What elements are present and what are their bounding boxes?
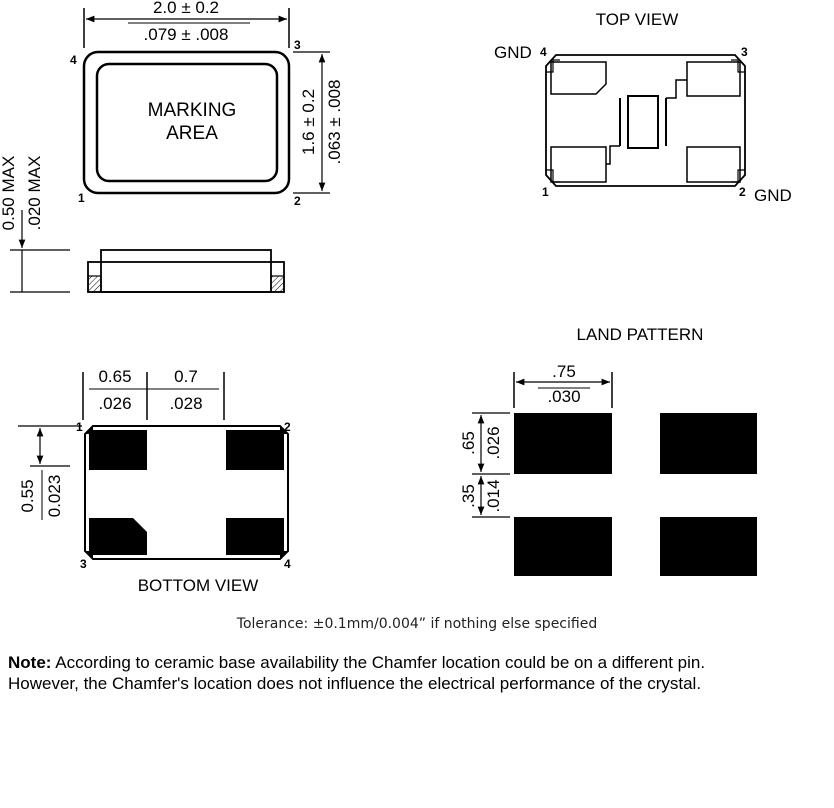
note-label: Note: xyxy=(8,653,52,672)
width-in-label: .079 ± .008 xyxy=(144,25,229,44)
corner-mark-4 xyxy=(546,59,560,73)
land-pattern-title: LAND PATTERN xyxy=(577,325,704,344)
height-in-label: .063 ± .008 xyxy=(325,80,344,165)
note-line-2: However, the Chamfer's location does not… xyxy=(8,674,702,693)
tolerance-note: Tolerance: ±0.1mm/0.004” if nothing else… xyxy=(236,616,598,632)
bottom-view-drawing: 0.65 .026 0.7 .028 0.55 0.023 1 2 4 3 BO… xyxy=(18,367,291,595)
top-view-drawing: TOP VIEW GND 4 3 1 2 GND xyxy=(494,10,792,205)
top-view-pin-1: 1 xyxy=(542,185,549,199)
note-line-1: Note: According to ceramic base availabi… xyxy=(8,652,830,673)
package-outer-outline xyxy=(82,50,291,195)
land-pad-top-left xyxy=(514,413,612,474)
lp-height-in: .026 xyxy=(484,426,503,459)
gnd-label-bottom: GND xyxy=(754,186,792,205)
lp-height-mm: .65 xyxy=(459,431,478,455)
top-view-pad-3 xyxy=(686,61,741,97)
height-mm-label: 1.6 ± 0.2 xyxy=(299,89,318,155)
bv-dim1-mm: 0.65 xyxy=(98,367,131,386)
bv-dim1-in: .026 xyxy=(98,394,131,413)
side-base xyxy=(87,261,285,293)
crystal-body xyxy=(627,95,659,149)
bv-dim3-in: 0.023 xyxy=(45,475,64,518)
lp-gap-mm: .35 xyxy=(459,484,478,508)
land-pad-top-right xyxy=(660,413,757,474)
top-view-pin-3: 3 xyxy=(741,45,748,59)
max-height-mm-label: 0.50 MAX xyxy=(0,156,18,231)
bv-dim3-mm: 0.55 xyxy=(18,479,37,512)
corner-mark-2 xyxy=(731,169,745,183)
bv-pin-1: 1 xyxy=(76,420,83,434)
pkg-pin-3: 3 xyxy=(294,38,301,52)
pkg-pin-1: 1 xyxy=(78,191,85,205)
bv-pad-1 xyxy=(89,430,147,470)
package-side-drawing: 0.50 MAX .020 MAX xyxy=(0,156,285,293)
bottom-view-title: BOTTOM VIEW xyxy=(138,576,259,595)
chamfer-note: Note: According to ceramic base availabi… xyxy=(8,652,830,694)
note-text-1: According to ceramic base availability t… xyxy=(51,653,706,672)
top-view-outline xyxy=(545,54,746,187)
technical-drawing: MARKING AREA 2.0 ± 0.2 .079 ± .008 1.6 ±… xyxy=(0,0,792,595)
lp-gap-in: .014 xyxy=(484,479,503,512)
max-height-in-label: .020 MAX xyxy=(25,156,44,231)
bv-pin-3: 4 xyxy=(284,557,291,571)
top-view-pad-1 xyxy=(550,146,607,183)
lp-width-mm: .75 xyxy=(552,362,576,381)
pkg-pin-4: 4 xyxy=(70,53,77,67)
bv-pin-2: 2 xyxy=(284,420,291,434)
top-view-pad-2 xyxy=(686,146,741,183)
marking-label-line2: AREA xyxy=(166,123,218,144)
bv-pad-4-chamfered xyxy=(89,518,147,555)
top-view-title: TOP VIEW xyxy=(596,10,679,29)
crystal-lead-bottom xyxy=(606,145,620,165)
land-pattern-drawing: LAND PATTERN .75 .030 .65 .026 .35 .014 xyxy=(459,325,757,576)
lp-width-in: .030 xyxy=(547,387,580,406)
bv-dim2-mm: 0.7 xyxy=(174,367,198,386)
side-body xyxy=(100,249,272,293)
bv-pad-2 xyxy=(226,430,284,470)
crystal-lead-top xyxy=(666,79,687,99)
width-mm-label: 2.0 ± 0.2 xyxy=(153,0,219,17)
bv-pin-4: 3 xyxy=(80,557,87,571)
bv-dim2-in: .028 xyxy=(169,394,202,413)
top-view-pin-4: 4 xyxy=(540,45,547,59)
top-view-pin-2: 2 xyxy=(739,185,746,199)
corner-mark-1 xyxy=(546,169,560,183)
bv-pad-3 xyxy=(226,518,284,555)
land-pad-bottom-right xyxy=(660,517,757,576)
marking-area-outline xyxy=(95,62,279,183)
gnd-label-top: GND xyxy=(494,43,532,62)
side-pad-right xyxy=(270,275,285,293)
marking-label-line1: MARKING xyxy=(148,100,237,121)
corner-mark-3 xyxy=(731,59,745,73)
side-pad-left xyxy=(87,275,102,293)
pkg-pin-2: 2 xyxy=(294,194,301,208)
top-view-pad-4 xyxy=(550,61,607,95)
package-top-drawing: MARKING AREA 2.0 ± 0.2 .079 ± .008 1.6 ±… xyxy=(70,0,344,208)
land-pad-bottom-left xyxy=(514,517,612,576)
